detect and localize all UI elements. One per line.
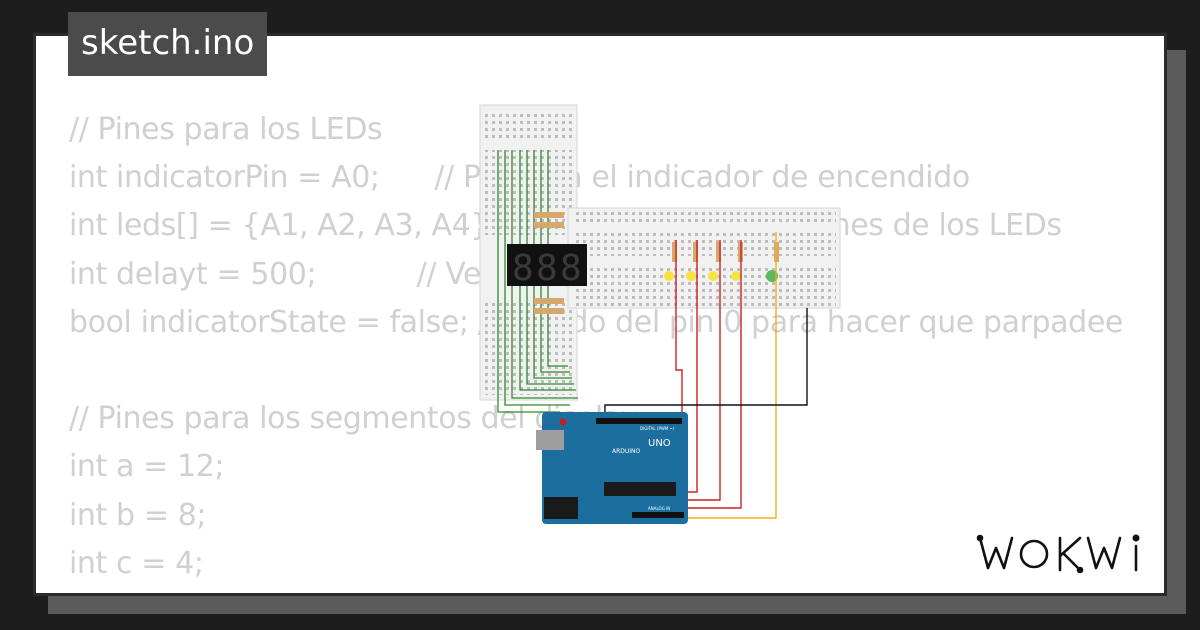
led-yellow [664, 271, 674, 281]
arduino-uno: UNO ARDUINO DIGITAL (PWM ~) ANALOG IN [536, 412, 688, 524]
display-digit: 8 [560, 248, 582, 289]
led-yellow [708, 271, 718, 281]
code-line: int c = 4; [69, 545, 204, 581]
led-yellow [686, 271, 696, 281]
code-line: bool indicatorState = false; // Estado d… [69, 304, 1123, 340]
board-header-label: DIGITAL (PWM ~) [640, 426, 675, 431]
display-digit: 8 [512, 248, 534, 289]
board-analog-label: ANALOG IN [648, 506, 670, 511]
led-green [766, 270, 778, 282]
led-yellow [731, 271, 741, 281]
resistors-display [534, 212, 564, 314]
display-digit: 8 [536, 248, 558, 289]
leds [664, 270, 778, 282]
code-line: // Pines para los LEDs [69, 112, 383, 147]
sketch-filename-badge: sketch.ino [68, 12, 268, 76]
board-name: UNO [648, 438, 671, 449]
wokwi-logo [976, 534, 1140, 574]
code-line: int b = 8; [69, 497, 207, 533]
board-brand: ARDUINO [612, 448, 641, 455]
seven-segment-display: 8 8 8 [507, 244, 587, 289]
code-line: int a = 12; [69, 449, 225, 485]
breadboard-horizontal [567, 207, 841, 309]
